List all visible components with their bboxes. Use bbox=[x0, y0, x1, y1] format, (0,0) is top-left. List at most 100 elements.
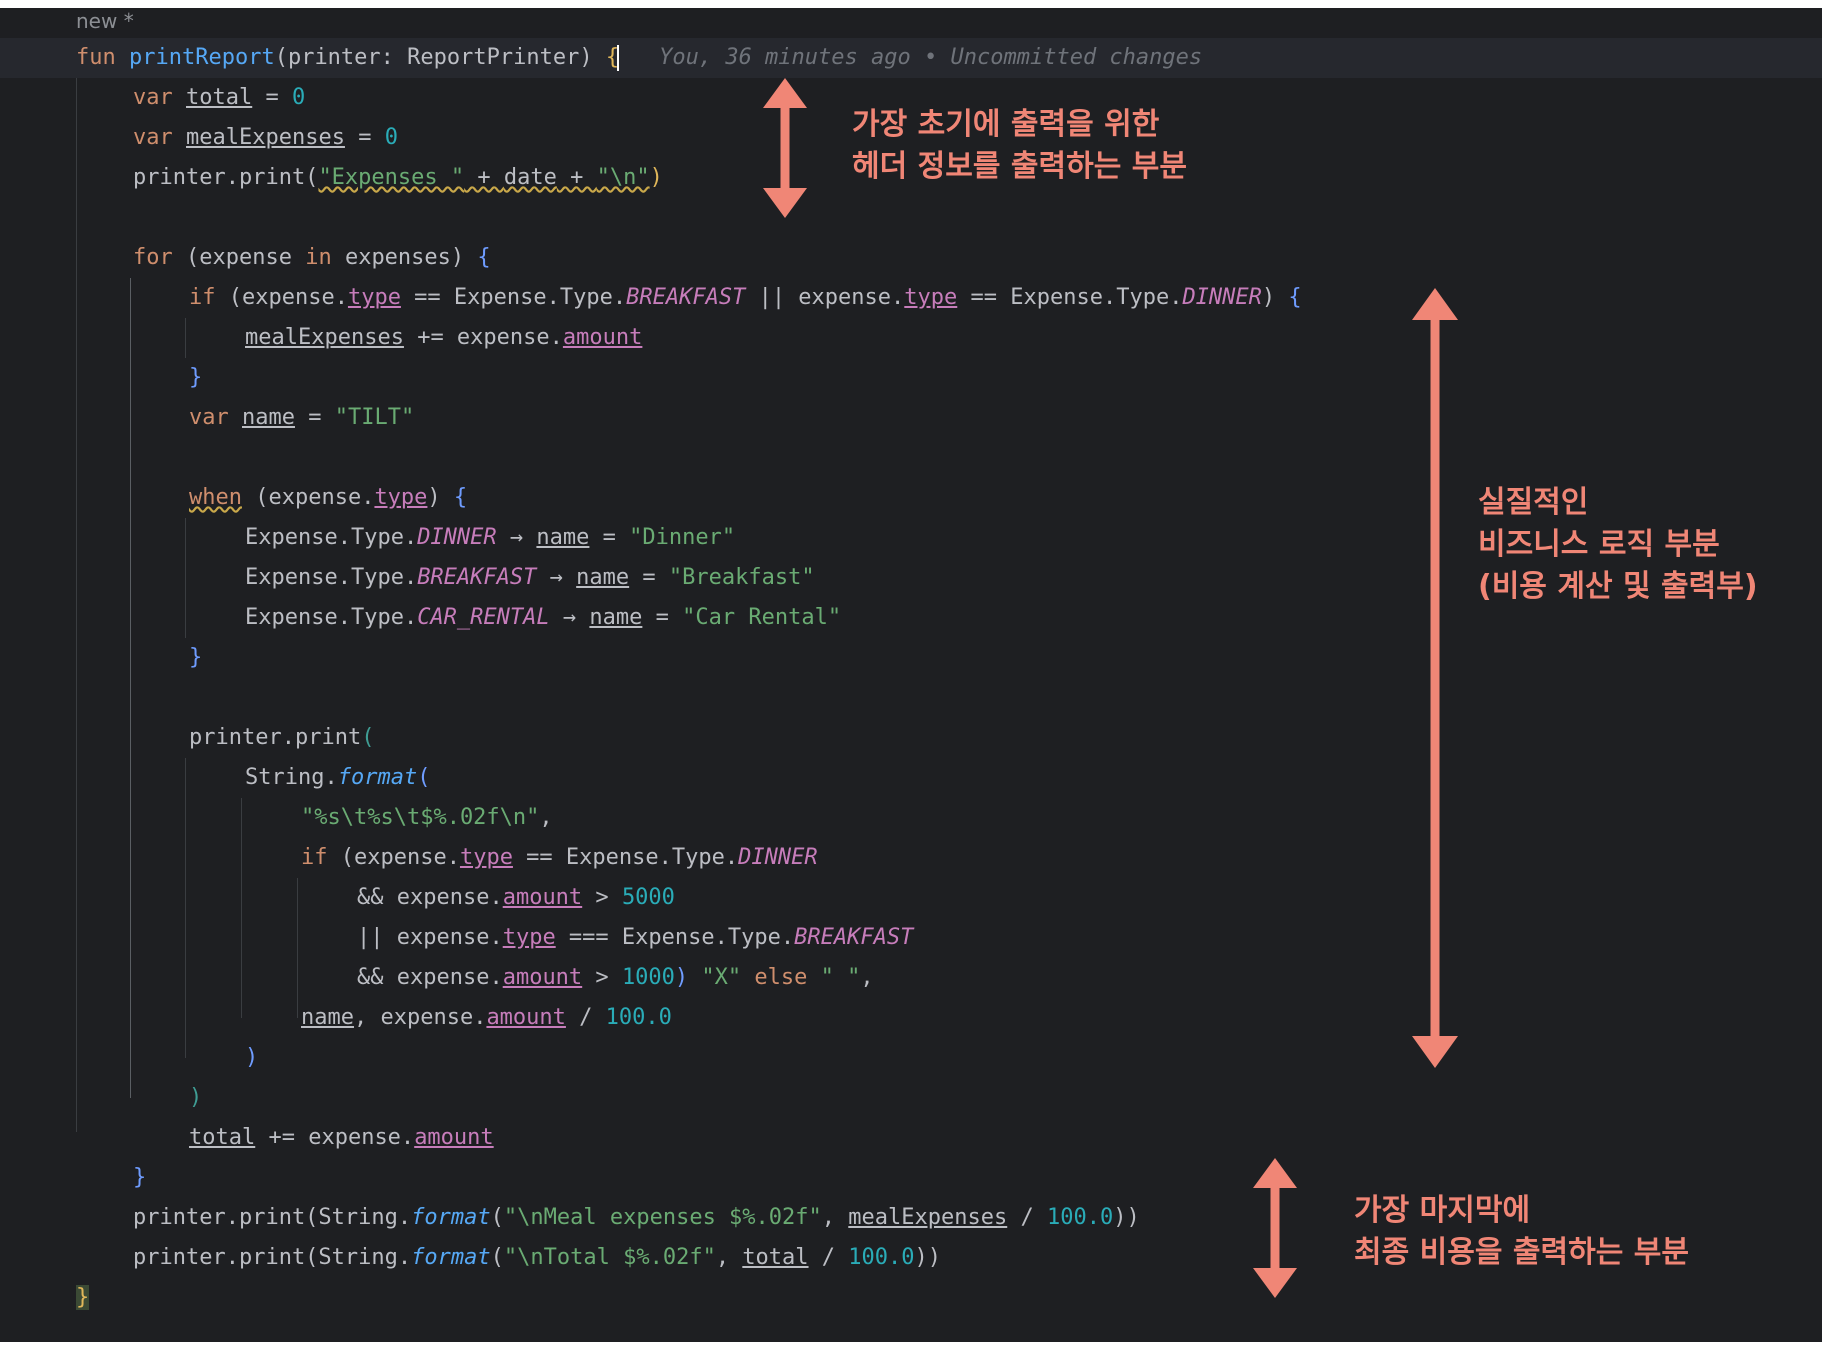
code-line[interactable]: ) bbox=[0, 1038, 1822, 1078]
static-method: format bbox=[411, 1245, 491, 1270]
variable: total bbox=[186, 85, 253, 110]
keyword: if bbox=[189, 285, 216, 310]
comma: , bbox=[715, 1245, 743, 1270]
call: printer.print(String. bbox=[133, 1205, 412, 1230]
operator: = bbox=[629, 565, 669, 590]
expr: Expense.Type. bbox=[245, 605, 418, 630]
string: "\n" bbox=[596, 165, 650, 190]
annotation-line: 가장 마지막에 bbox=[1354, 1193, 1531, 1228]
variable: name bbox=[589, 605, 643, 630]
variable: mealExpenses bbox=[848, 1205, 1008, 1230]
number: 5000 bbox=[621, 885, 675, 910]
enum-value: BREAKFAST bbox=[626, 285, 746, 310]
keyword: in bbox=[305, 245, 332, 270]
keyword: fun bbox=[76, 45, 116, 70]
string: "X" bbox=[701, 965, 742, 990]
paren: ) bbox=[674, 965, 702, 990]
code-line[interactable]: for (expense in expenses) { bbox=[0, 238, 1822, 278]
operator: + bbox=[556, 165, 597, 190]
code-line[interactable]: Expense.Type.BREAKFAST → name = "Breakfa… bbox=[0, 558, 1822, 598]
paren: ) bbox=[189, 1085, 203, 1110]
brace: { bbox=[453, 485, 468, 510]
expr: (expense. bbox=[241, 485, 375, 510]
annotation-header: 가장 초기에 출력을 위한 헤더 정보를 출력하는 부분 bbox=[852, 104, 1187, 188]
keyword: when bbox=[189, 485, 242, 510]
property: type bbox=[904, 285, 958, 310]
property: type bbox=[502, 925, 556, 950]
indent-guide bbox=[185, 758, 186, 1058]
file-tab-label[interactable]: new * bbox=[76, 9, 134, 33]
operator: > bbox=[582, 965, 622, 990]
brace: { bbox=[477, 245, 491, 270]
operator: > bbox=[582, 885, 622, 910]
paren: ( bbox=[361, 725, 375, 750]
code-line[interactable]: total += expense.amount bbox=[0, 1118, 1822, 1158]
code-line[interactable]: if (expense.type == Expense.Type.BREAKFA… bbox=[0, 278, 1822, 318]
code-line[interactable]: || expense.type === Expense.Type.BREAKFA… bbox=[0, 918, 1822, 958]
string: "Breakfast" bbox=[668, 565, 815, 590]
indent-guide bbox=[185, 318, 186, 358]
property: amount bbox=[486, 1005, 566, 1030]
expr: && expense. bbox=[357, 885, 503, 910]
variable: name bbox=[536, 525, 590, 550]
code-line[interactable]: var total = 0 bbox=[0, 78, 1822, 118]
code-line[interactable]: && expense.amount > 1000) "X" else " ", bbox=[0, 958, 1822, 998]
code-line[interactable]: ) bbox=[0, 1078, 1822, 1118]
expr: == Expense.Type. bbox=[400, 285, 627, 310]
expr: (expense. bbox=[327, 845, 460, 870]
code-line[interactable]: } bbox=[0, 1278, 1822, 1318]
string: "\nTotal $%.02f" bbox=[503, 1245, 716, 1270]
code-line[interactable]: Expense.Type.DINNER → name = "Dinner" bbox=[0, 518, 1822, 558]
code-line[interactable]: if (expense.type == Expense.Type.DINNER bbox=[0, 838, 1822, 878]
code-line[interactable]: String.format( bbox=[0, 758, 1822, 798]
code-line[interactable]: Expense.Type.CAR_RENTAL → name = "Car Re… bbox=[0, 598, 1822, 638]
annotation-line: 가장 초기에 출력을 위한 bbox=[852, 107, 1160, 142]
code-line[interactable]: printer.print("Expenses " + date + "\n") bbox=[0, 158, 1822, 198]
enum-value: DINNER bbox=[1182, 285, 1262, 310]
code-line[interactable]: } bbox=[0, 1158, 1822, 1198]
variable: total bbox=[189, 1125, 256, 1150]
code-line[interactable]: } bbox=[0, 358, 1822, 398]
paren: ) bbox=[1261, 285, 1289, 310]
code-line[interactable]: printer.print( bbox=[0, 718, 1822, 758]
code-line[interactable]: printer.print(String.format("\nMeal expe… bbox=[0, 1198, 1822, 1238]
code-line[interactable]: var name = "TILT" bbox=[0, 398, 1822, 438]
call: printer.print(String. bbox=[133, 1245, 412, 1270]
code-line[interactable]: name, expense.amount / 100.0 bbox=[0, 998, 1822, 1038]
brace: { bbox=[605, 45, 620, 70]
expr: += expense. bbox=[255, 1125, 415, 1150]
enum-value: BREAKFAST bbox=[794, 925, 914, 950]
expr: || expense. bbox=[745, 285, 905, 310]
property: amount bbox=[502, 965, 583, 990]
code-line[interactable]: fun printReport(printer: ReportPrinter) … bbox=[0, 38, 1822, 78]
paren: ) bbox=[427, 485, 454, 510]
property: amount bbox=[502, 885, 583, 910]
property: type bbox=[374, 485, 428, 510]
variable: expenses bbox=[331, 245, 451, 270]
operator: = bbox=[294, 405, 335, 430]
paren: ) bbox=[450, 245, 478, 270]
number: 1000 bbox=[621, 965, 675, 990]
string: "Car Rental" bbox=[682, 605, 842, 630]
variable: name bbox=[301, 1005, 354, 1030]
code-line[interactable]: } bbox=[0, 638, 1822, 678]
code-line[interactable]: printer.print(String.format("\nTotal $%.… bbox=[0, 1238, 1822, 1278]
paren: ( bbox=[490, 1205, 504, 1230]
expr: += expense. bbox=[403, 325, 563, 350]
variable: total bbox=[742, 1245, 809, 1270]
variable: mealExpenses bbox=[186, 125, 345, 150]
code-line[interactable]: when (expense.type) { bbox=[0, 478, 1822, 518]
code-line[interactable]: mealExpenses += expense.amount bbox=[0, 318, 1822, 358]
code-editor[interactable]: new * fun printReport(printer: ReportPri… bbox=[0, 8, 1822, 1342]
variable: name bbox=[576, 565, 630, 590]
expr: == Expense.Type. bbox=[512, 845, 739, 870]
code-line[interactable]: "%s\t%s\t$%.02f\n", bbox=[0, 798, 1822, 838]
code-line[interactable]: var mealExpenses = 0 bbox=[0, 118, 1822, 158]
operator: / bbox=[1007, 1205, 1047, 1230]
code-line[interactable]: && expense.amount > 5000 bbox=[0, 878, 1822, 918]
property: type bbox=[347, 285, 401, 310]
brace: } bbox=[76, 1285, 90, 1310]
annotation-line: (비용 계산 및 출력부) bbox=[1478, 569, 1758, 604]
call: printer.print( bbox=[133, 165, 319, 190]
git-blame-hint[interactable]: You, 36 minutes ago • Uncommitted change… bbox=[659, 45, 1203, 70]
